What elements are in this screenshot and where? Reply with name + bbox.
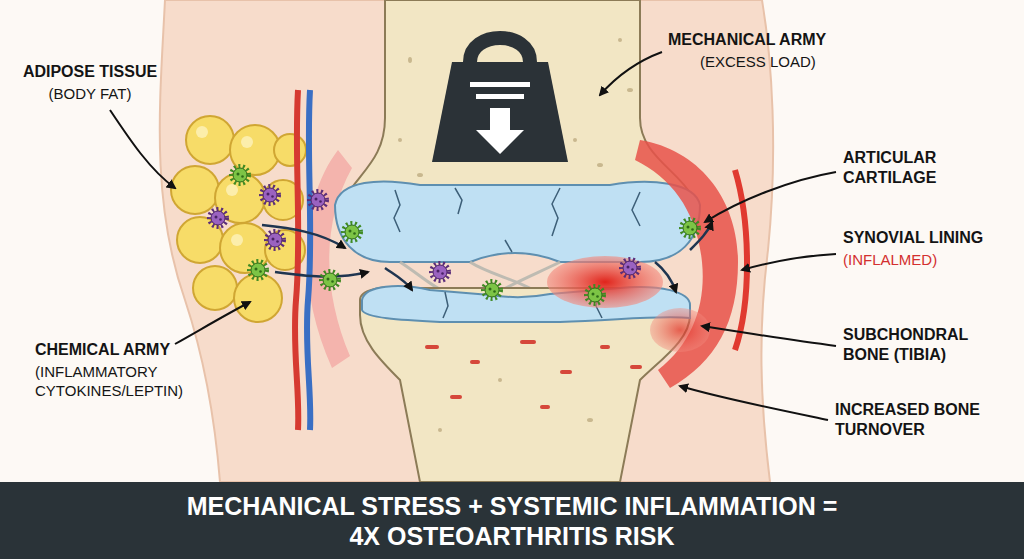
part-label: ARTICULAR CARTILAGE <box>843 148 958 188</box>
caption: MECHANICAL STRESS + SYSTEMIC INFLAMMATIO… <box>182 482 842 551</box>
part-label: INCREASED BONE TURNOVER <box>835 400 995 440</box>
part-label: CHEMICAL ARMY <box>35 340 205 360</box>
part-label: SYNOVIAL LINING <box>843 228 1013 248</box>
part-note: (INFLAMMATORY CYTOKINES/LEPTIN) <box>35 362 205 400</box>
part-label: MECHANICAL ARMY <box>668 30 838 50</box>
part-note: (INFLALMED) <box>843 250 973 269</box>
weight-icon <box>432 38 568 162</box>
part-label: ADIPOSE TISSUE <box>20 62 160 82</box>
caption-band: MECHANICAL STRESS + SYSTEMIC INFLAMMATIO… <box>0 482 1024 559</box>
part-note: (EXCESS LOAD) <box>700 52 830 71</box>
part-note: (BODY FAT) <box>20 84 160 103</box>
part-label: SUBCHONDRAL BONE (TIBIA) <box>843 325 983 365</box>
